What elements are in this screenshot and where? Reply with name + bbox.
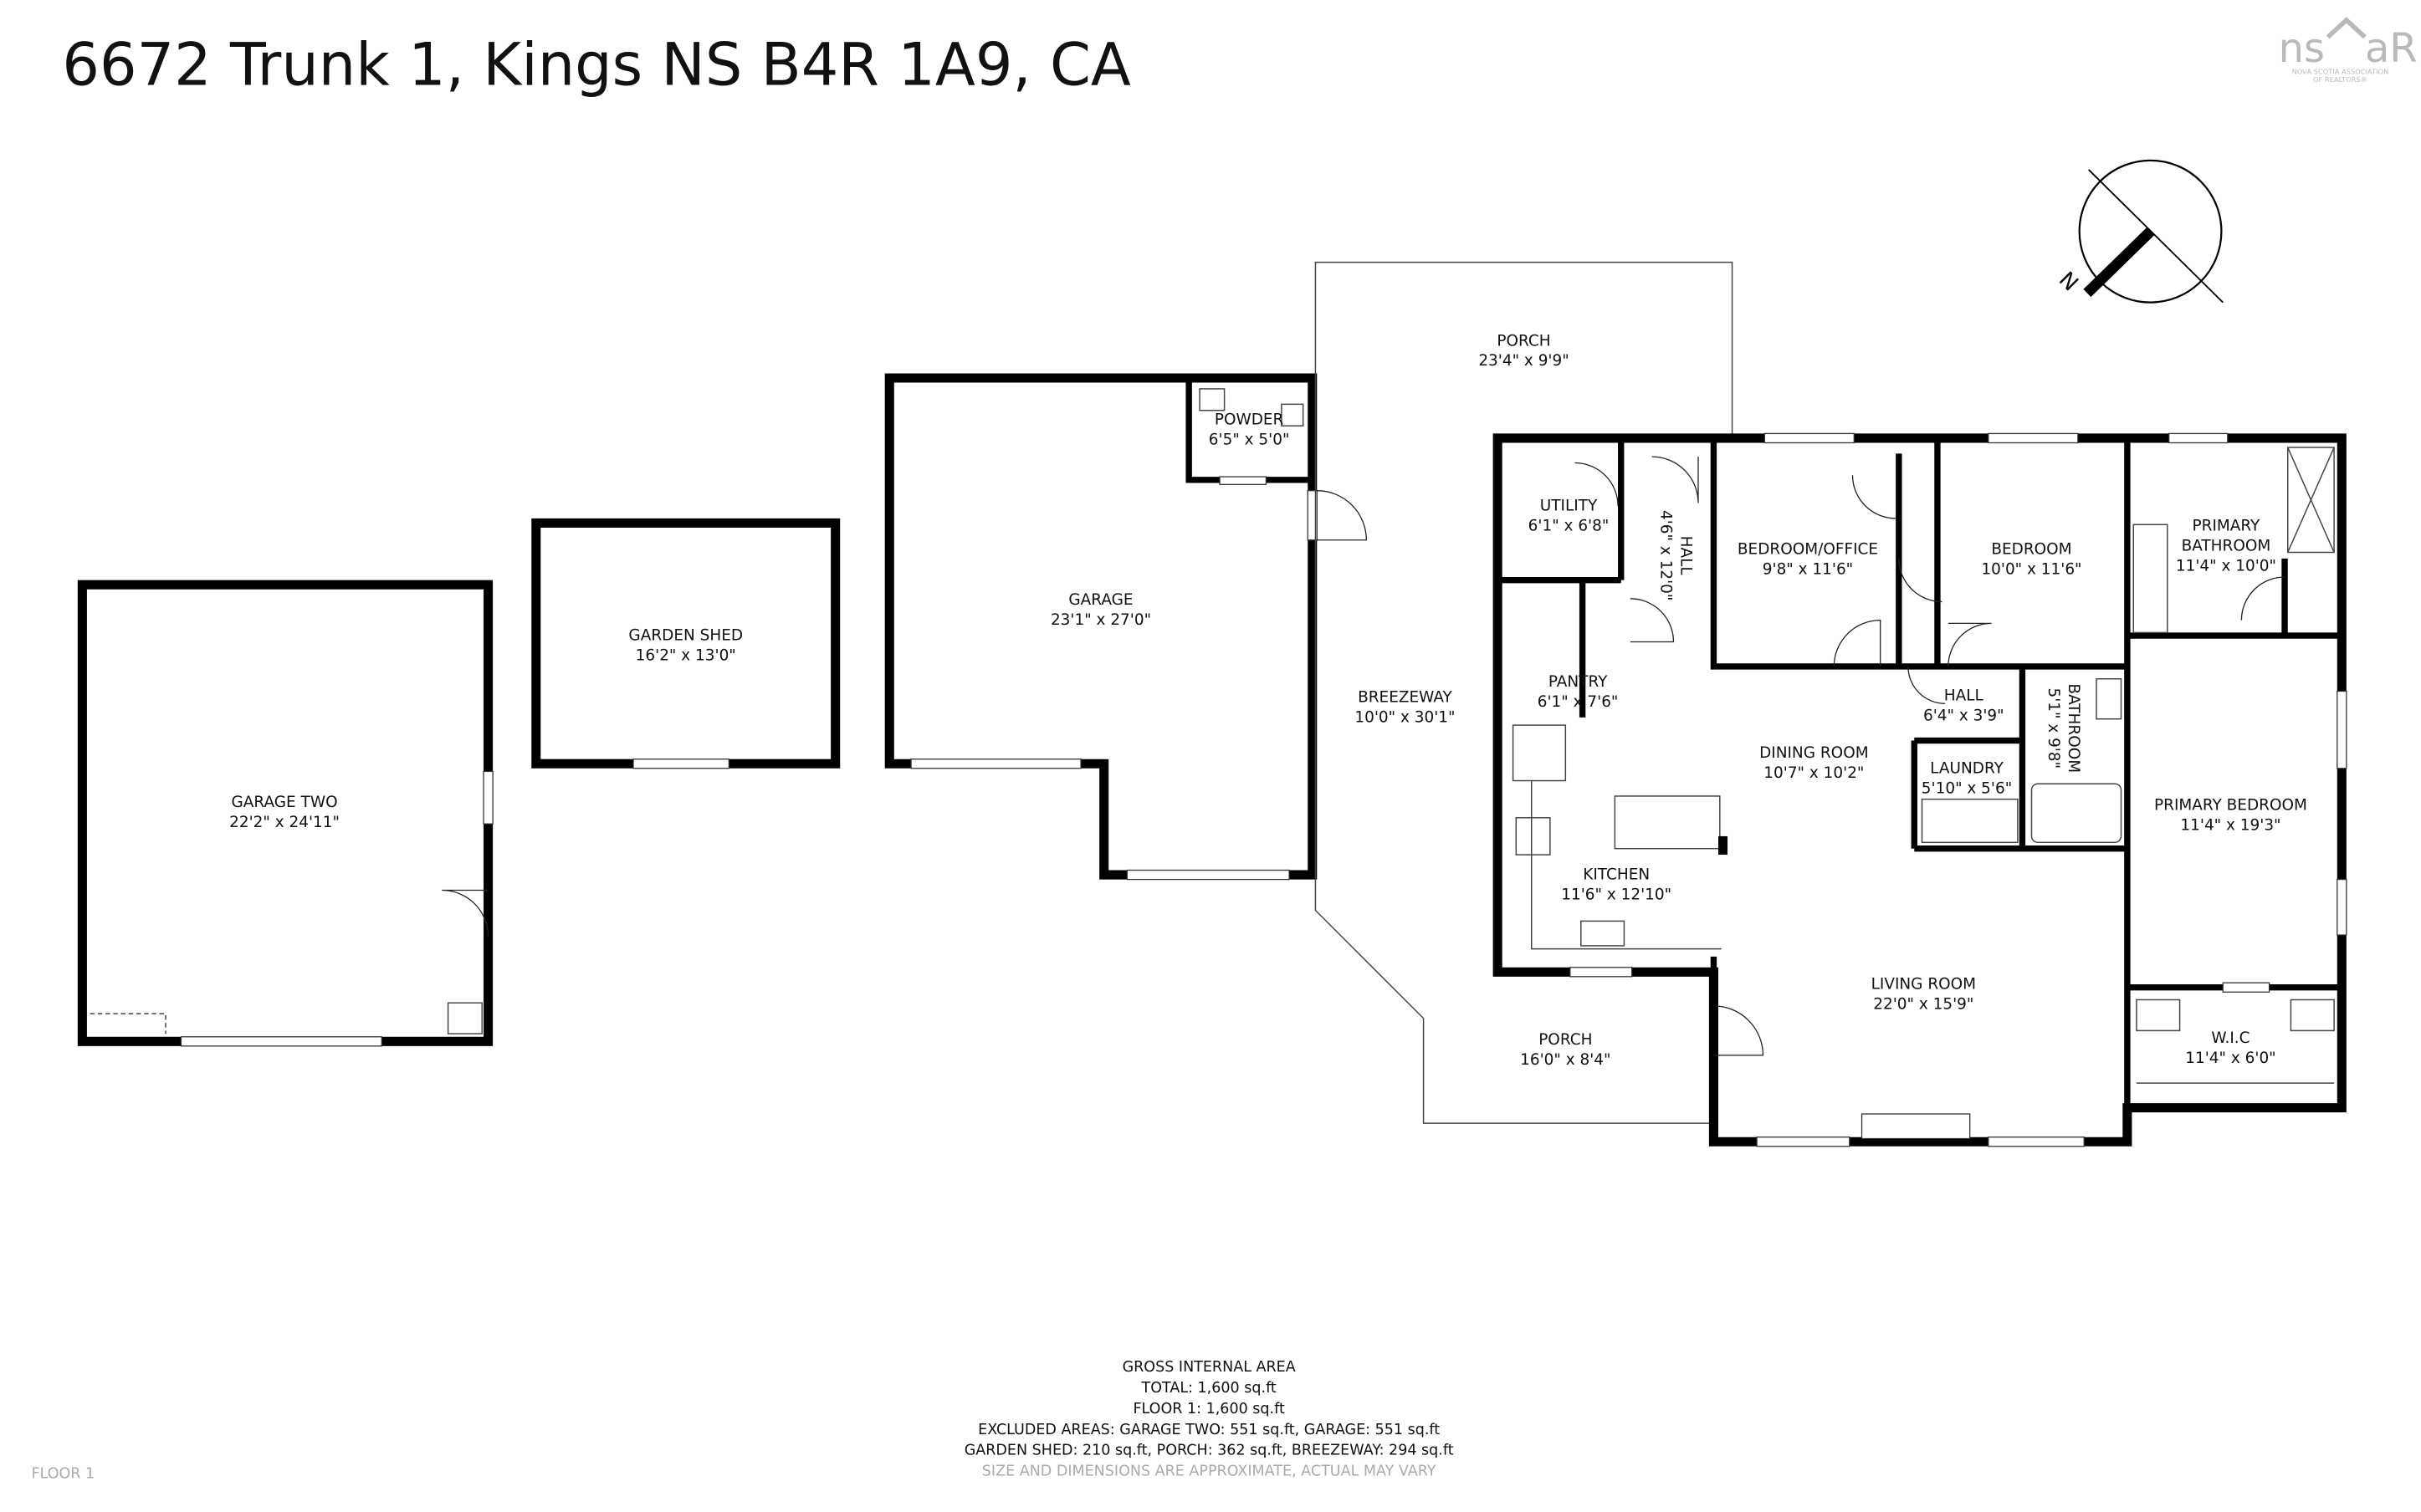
- porch-breezeway-outline: [1314, 261, 1733, 1124]
- room-pantry-dims: 6'1" x 7'6": [1538, 693, 1619, 711]
- north-arrow-icon: N: [2054, 159, 2224, 304]
- room-porch-bottom-name: PORCH: [1538, 1031, 1592, 1049]
- room-living-room-name: LIVING ROOM: [1871, 976, 1976, 994]
- room-wic-dims: 11'4" x 6'0": [2185, 1050, 2275, 1067]
- room-hall-name: HALL: [1944, 687, 1984, 705]
- room-porch-top-name: PORCH: [1497, 332, 1550, 350]
- room-garage-dims: 23'1" x 27'0": [1051, 611, 1151, 629]
- room-porch-bottom-dims: 16'0" x 8'4": [1520, 1051, 1610, 1069]
- area-heading: GROSS INTERNAL AREA: [1123, 1359, 1296, 1376]
- room-wic-name: W.I.C: [2211, 1029, 2250, 1047]
- room-primary-bedroom-dims: 11'4" x 19'3": [2180, 817, 2280, 835]
- room-kitchen-name: KITCHEN: [1583, 866, 1650, 884]
- room-bedroom-office-dims: 9'8" x 11'6": [1763, 560, 1853, 578]
- room-labels: PORCH 23'4" x 9'9" POWDER 6'5" x 5'0" UT…: [229, 332, 2307, 1069]
- room-kitchen-dims: 11'6" x 12'10": [1561, 886, 1671, 904]
- room-bedroom-office-name: BEDROOM/OFFICE: [1738, 540, 1878, 558]
- room-dining-room-dims: 10'7" x 10'2": [1763, 764, 1864, 782]
- svg-text:OF REALTORS®: OF REALTORS®: [2313, 75, 2367, 84]
- room-dining-room-name: DINING ROOM: [1759, 744, 1869, 762]
- room-garage-name: GARAGE: [1068, 591, 1133, 609]
- room-hall-dims: 6'4" x 3'9": [1923, 707, 2004, 725]
- room-pantry-name: PANTRY: [1548, 673, 1608, 691]
- room-hall-vertical-name: HALL: [1677, 536, 1695, 576]
- area-excluded-1: EXCLUDED AREAS: GARAGE TWO: 551 sq.ft, G…: [978, 1422, 1440, 1438]
- logo-text: ns: [2279, 25, 2325, 72]
- room-porch-top-dims: 23'4" x 9'9": [1478, 352, 1569, 370]
- room-garden-shed-dims: 16'2" x 13'0": [636, 647, 736, 665]
- room-breezeway-dims: 10'0" x 30'1": [1354, 708, 1455, 726]
- compass-north-label: N: [2054, 268, 2083, 297]
- room-bedroom-dims: 10'0" x 11'6": [1981, 560, 2081, 578]
- room-powder-name: POWDER: [1215, 411, 1284, 428]
- svg-text:aR: aR: [2365, 25, 2418, 72]
- room-hall-vertical-dims: 4'6" x 12'0": [1657, 510, 1675, 600]
- room-laundry-dims: 5'10" x 5'6": [1922, 779, 2012, 797]
- room-utility-name: UTILITY: [1540, 498, 1598, 515]
- garage: [884, 373, 1367, 881]
- svg-text:NOVA SCOTIA ASSOCIATION: NOVA SCOTIA ASSOCIATION: [2292, 68, 2389, 76]
- room-utility-dims: 6'1" x 6'8": [1528, 518, 1610, 535]
- area-total: TOTAL: 1,600 sq.ft: [1141, 1380, 1277, 1397]
- garden-shed: [531, 518, 841, 769]
- floor-label: FLOOR 1: [31, 1465, 95, 1482]
- room-garage-two-dims: 22'2" x 24'11": [229, 814, 340, 831]
- room-bedroom-name: BEDROOM: [1991, 540, 2071, 558]
- garage-two: [77, 580, 494, 1047]
- room-bathroom-name: BATHROOM: [2065, 683, 2082, 773]
- area-disclaimer: SIZE AND DIMENSIONS ARE APPROXIMATE, ACT…: [982, 1463, 1436, 1480]
- page-title: 6672 Trunk 1, Kings NS B4R 1A9, CA: [62, 30, 1131, 99]
- room-garage-two-name: GARAGE TWO: [232, 794, 338, 811]
- room-primary-bathroom-name: PRIMARY: [2193, 518, 2261, 535]
- main-house: [1492, 432, 2347, 1147]
- area-summary: GROSS INTERNAL AREA TOTAL: 1,600 sq.ft F…: [965, 1359, 1454, 1480]
- area-excluded-2: GARDEN SHED: 210 sq.ft, PORCH: 362 sq.ft…: [965, 1443, 1454, 1459]
- room-garden-shed-name: GARDEN SHED: [628, 627, 743, 645]
- room-living-room-dims: 22'0" x 15'9": [1873, 996, 1973, 1014]
- room-primary-bathroom-name-2: BATHROOM: [2182, 538, 2271, 555]
- room-primary-bathroom-dims: 11'4" x 10'0": [2176, 558, 2276, 575]
- room-powder-dims: 6'5" x 5'0": [1209, 431, 1290, 448]
- area-floor-1: FLOOR 1: 1,600 sq.ft: [1133, 1401, 1285, 1418]
- logo-roof-icon: [2326, 17, 2367, 39]
- room-bathroom-dims: 5'1" x 9'8": [2045, 687, 2062, 769]
- nsar-logo: ns aR NOVA SCOTIA ASSOCIATION OF REALTOR…: [2279, 17, 2418, 84]
- room-laundry-name: LAUNDRY: [1930, 759, 2004, 777]
- room-breezeway-name: BREEZEWAY: [1358, 688, 1452, 706]
- room-primary-bedroom-name: PRIMARY BEDROOM: [2154, 797, 2307, 815]
